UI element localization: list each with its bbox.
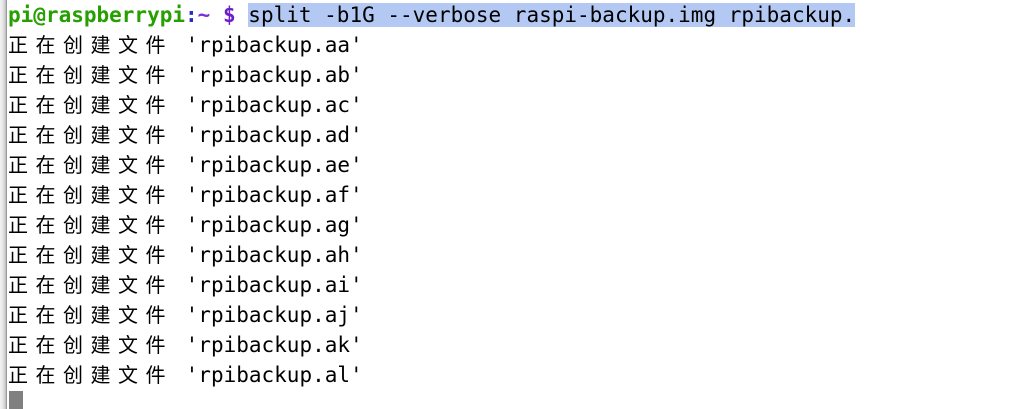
output-message: 正在创建文件 xyxy=(8,273,173,297)
prompt-gap xyxy=(236,3,249,27)
output-gap xyxy=(173,273,186,297)
output-message: 正在创建文件 xyxy=(8,213,173,237)
output-message: 正在创建文件 xyxy=(8,243,173,267)
terminal-screen[interactable]: pi@raspberrypi:~ $ split -b1G --verbose … xyxy=(8,0,1015,409)
output-message: 正在创建文件 xyxy=(8,63,173,87)
output-filename: 'rpibackup.ak' xyxy=(185,333,363,357)
output-message: 正在创建文件 xyxy=(8,183,173,207)
output-gap xyxy=(173,243,186,267)
output-filename: 'rpibackup.ag' xyxy=(185,213,363,237)
terminal-output: 正在创建文件 'rpibackup.aa'正在创建文件 'rpibackup.a… xyxy=(8,30,1015,390)
output-filename: 'rpibackup.al' xyxy=(185,363,363,387)
output-line: 正在创建文件 'rpibackup.ab' xyxy=(8,60,1015,90)
output-line: 正在创建文件 'rpibackup.ad' xyxy=(8,120,1015,150)
terminal-scrollbar[interactable] xyxy=(0,0,7,409)
output-gap xyxy=(173,333,186,357)
output-message: 正在创建文件 xyxy=(8,33,173,57)
output-message: 正在创建文件 xyxy=(8,333,173,357)
output-message: 正在创建文件 xyxy=(8,123,173,147)
output-filename: 'rpibackup.ae' xyxy=(185,153,363,177)
output-filename: 'rpibackup.ai' xyxy=(185,273,363,297)
output-filename: 'rpibackup.ac' xyxy=(185,93,363,117)
output-message: 正在创建文件 xyxy=(8,93,173,117)
output-filename: 'rpibackup.aj' xyxy=(185,303,363,327)
output-line: 正在创建文件 'rpibackup.ak' xyxy=(8,330,1015,360)
prompt-dollar-sign: $ xyxy=(222,3,236,27)
output-message: 正在创建文件 xyxy=(8,363,173,387)
output-line: 正在创建文件 'rpibackup.ac' xyxy=(8,90,1015,120)
output-message: 正在创建文件 xyxy=(8,303,173,327)
prompt-path: ~ xyxy=(197,3,211,27)
output-gap xyxy=(173,153,186,177)
output-line: 正在创建文件 'rpibackup.aa' xyxy=(8,30,1015,60)
output-filename: 'rpibackup.ab' xyxy=(185,63,363,87)
output-message: 正在创建文件 xyxy=(8,153,173,177)
cursor-line xyxy=(8,390,1015,409)
output-filename: 'rpibackup.aa' xyxy=(185,33,363,57)
output-filename: 'rpibackup.ad' xyxy=(185,123,363,147)
prompt-user-host: pi@raspberrypi xyxy=(8,3,186,27)
output-line: 正在创建文件 'rpibackup.al' xyxy=(8,360,1015,390)
output-filename: 'rpibackup.af' xyxy=(185,183,363,207)
command-input[interactable]: split -b1G --verbose raspi-backup.img rp… xyxy=(248,3,856,27)
output-gap xyxy=(173,93,186,117)
block-cursor xyxy=(9,391,23,409)
output-line: 正在创建文件 'rpibackup.ag' xyxy=(8,210,1015,240)
prompt-colon: : xyxy=(185,3,198,27)
prompt-space xyxy=(210,3,223,27)
output-gap xyxy=(173,303,186,327)
output-line: 正在创建文件 'rpibackup.ah' xyxy=(8,240,1015,270)
output-line: 正在创建文件 'rpibackup.ae' xyxy=(8,150,1015,180)
output-gap xyxy=(173,213,186,237)
output-line: 正在创建文件 'rpibackup.af' xyxy=(8,180,1015,210)
output-gap xyxy=(173,123,186,147)
output-gap xyxy=(173,33,186,57)
scrollbar-thumb[interactable] xyxy=(0,0,6,409)
output-line: 正在创建文件 'rpibackup.ai' xyxy=(8,270,1015,300)
output-gap xyxy=(173,63,186,87)
output-gap xyxy=(173,183,186,207)
output-filename: 'rpibackup.ah' xyxy=(185,243,363,267)
output-line: 正在创建文件 'rpibackup.aj' xyxy=(8,300,1015,330)
prompt-line: pi@raspberrypi:~ $ split -b1G --verbose … xyxy=(0,0,1015,30)
output-gap xyxy=(173,363,186,387)
